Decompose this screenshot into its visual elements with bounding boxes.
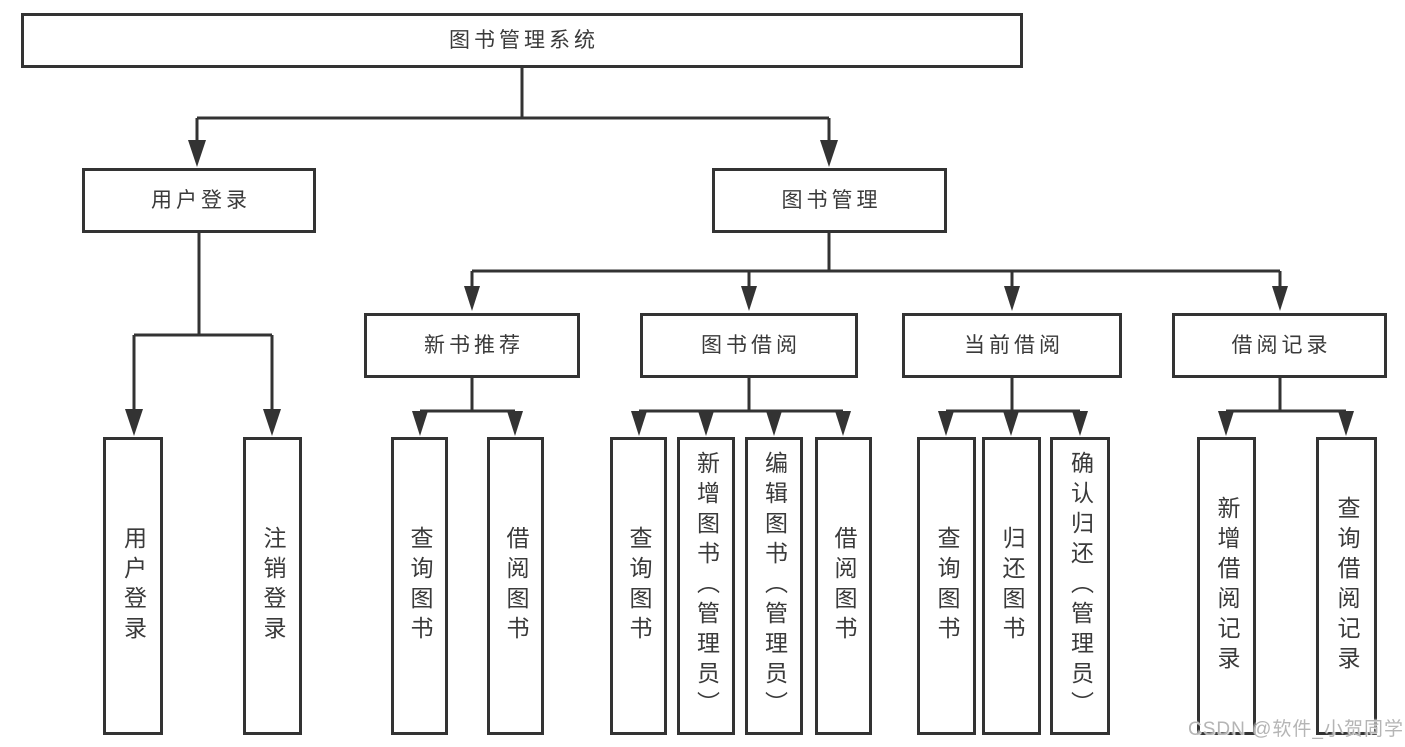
leaf-borrow-books-recommend: 借阅图书 <box>487 437 544 735</box>
node-current-borrow: 当前借阅 <box>902 313 1122 378</box>
node-user-login: 用户登录 <box>82 168 316 233</box>
leaf-add-book-admin: 新增图书（管理员） <box>677 437 735 735</box>
leaf-return-book: 归还图书 <box>982 437 1041 735</box>
leaf-logout: 注销登录 <box>243 437 302 735</box>
leaf-edit-book-admin: 编辑图书（管理员） <box>745 437 803 735</box>
leaf-query-books-recommend: 查询图书 <box>391 437 448 735</box>
leaf-query-borrow-record: 查询借阅记录 <box>1316 437 1377 735</box>
leaf-query-books-borrow: 查询图书 <box>610 437 667 735</box>
leaf-query-books-current: 查询图书 <box>917 437 976 735</box>
node-borrow-records: 借阅记录 <box>1172 313 1387 378</box>
leaf-user-login: 用户登录 <box>103 437 163 735</box>
node-new-book-recommend: 新书推荐 <box>364 313 580 378</box>
leaf-borrow-books: 借阅图书 <box>815 437 872 735</box>
node-book-borrow: 图书借阅 <box>640 313 858 378</box>
node-book-management: 图书管理 <box>712 168 947 233</box>
leaf-add-borrow-record: 新增借阅记录 <box>1197 437 1256 735</box>
leaf-confirm-return-admin: 确认归还（管理员） <box>1050 437 1110 735</box>
node-root: 图书管理系统 <box>21 13 1023 68</box>
csdn-watermark: CSDN @软件_小贺同学 <box>1188 719 1404 740</box>
